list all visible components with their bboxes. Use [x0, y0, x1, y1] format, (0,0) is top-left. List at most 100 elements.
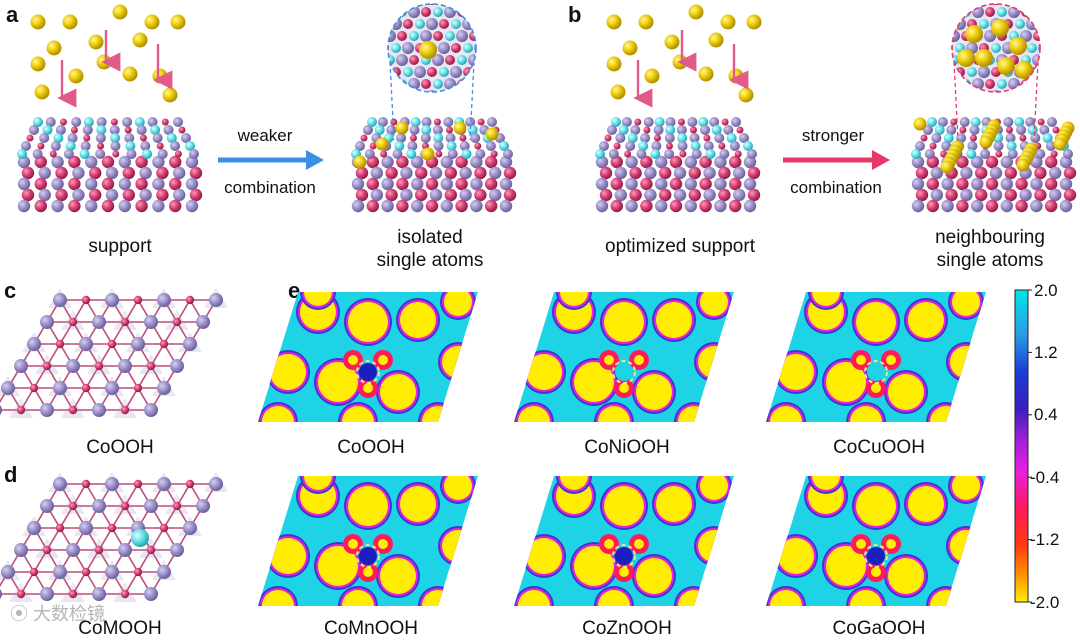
zoom-atom	[1039, 91, 1040, 92]
oxygen-atom	[107, 523, 117, 533]
surface-atom	[377, 117, 388, 127]
map-caption-3: CoCuOOH	[833, 437, 925, 458]
surface-atom	[654, 117, 665, 127]
zoom-connector-left-a	[389, 61, 395, 141]
caption-line: single atoms	[376, 250, 484, 271]
oxygen-atom	[16, 589, 26, 599]
support-atom	[122, 188, 135, 202]
zoom-atom	[1033, 7, 1040, 17]
metal-atom	[144, 499, 158, 513]
support-atom	[105, 188, 119, 202]
density-lobe	[700, 476, 728, 500]
arrow-label-combination-b: combination	[790, 178, 882, 197]
falling-metal-atom	[638, 14, 654, 30]
zoom-atom	[456, 30, 468, 42]
metal-atom	[183, 521, 197, 535]
caption-d: CoMOOH	[78, 618, 162, 639]
zoom-atom	[1027, 43, 1037, 53]
surface-atom	[608, 149, 619, 159]
density-core-center	[871, 567, 881, 577]
density-lobe	[850, 590, 882, 606]
surface-atom	[461, 149, 472, 159]
support-atom	[55, 166, 68, 180]
density-lobe	[930, 406, 962, 422]
surface-atom	[445, 126, 453, 134]
zoom-atom	[415, 91, 425, 92]
density-lobe	[826, 362, 866, 402]
caption-optimized-support: optimized support	[605, 236, 755, 257]
zoom-single-atom	[957, 49, 975, 67]
surface-atom	[189, 149, 199, 159]
zoom-atom	[388, 66, 390, 78]
density-lobe	[598, 406, 630, 422]
surface-atom	[1007, 149, 1018, 159]
watermark-logo-icon: ⦿	[10, 604, 28, 624]
support-atom	[105, 166, 119, 180]
surface-atom	[110, 141, 121, 151]
support-atom	[135, 177, 148, 191]
falling-metal-atom	[162, 87, 178, 103]
surface-atom	[1039, 125, 1050, 135]
zoom-atom	[426, 18, 438, 30]
support-atom	[118, 199, 131, 213]
zoom-atom	[952, 19, 953, 29]
density-lobe	[770, 406, 802, 422]
zoom-atom	[1014, 4, 1026, 6]
support-atom	[366, 177, 379, 191]
support-atom	[89, 188, 102, 202]
support-atom	[941, 199, 954, 213]
falling-metal-atom	[644, 68, 660, 84]
surface-atom	[185, 141, 195, 151]
zoom-atom	[1045, 55, 1055, 65]
support-atom	[930, 166, 943, 180]
watermark-text: 大数检镜	[33, 604, 106, 624]
support-atom	[610, 199, 623, 213]
density-lobe	[678, 406, 710, 422]
surface-atom	[969, 134, 977, 142]
surface-atom	[409, 125, 420, 135]
support-atom	[1000, 155, 1013, 169]
surface-atom	[729, 141, 740, 151]
density-lobe	[442, 346, 474, 378]
zoom-atom	[1015, 91, 1025, 92]
density-lobe	[304, 476, 332, 490]
oxygen-atom	[81, 479, 91, 489]
falling-metal-atom	[622, 40, 638, 56]
surface-atom	[503, 149, 513, 159]
oxygen-atom	[133, 383, 143, 393]
zoom-atom	[388, 7, 395, 17]
support-atom	[381, 177, 394, 191]
surface-atom	[499, 141, 509, 151]
surface-atom	[700, 125, 711, 135]
surface-atom	[721, 118, 729, 126]
metal-atom	[105, 381, 119, 395]
surface-atom	[1019, 134, 1027, 142]
density-core-center	[886, 539, 896, 549]
density-core-center	[348, 355, 358, 365]
oxygen-atom	[107, 339, 117, 349]
density-lobe	[342, 590, 374, 606]
surface-atom	[625, 141, 636, 151]
zoom-atom	[1039, 4, 1040, 5]
single-atom	[1016, 158, 1030, 172]
density-core-center	[619, 567, 629, 577]
metal-atom	[1, 565, 15, 579]
surface-atom	[638, 141, 649, 151]
density-core-center	[856, 355, 866, 365]
density-lobe	[636, 558, 672, 594]
support-atom	[385, 166, 398, 180]
support-atom	[718, 166, 731, 180]
zoom-atom	[475, 19, 476, 29]
density-lobe	[318, 546, 358, 586]
surface-atom	[53, 133, 64, 143]
panel-letter-c: c	[4, 278, 17, 303]
active-site	[359, 363, 377, 381]
zoom-atom	[403, 4, 413, 5]
support-atom	[684, 199, 697, 213]
deposition-group	[606, 4, 762, 108]
oxygen-atom	[133, 295, 143, 305]
support-atom	[499, 155, 513, 169]
zoom-atom	[952, 66, 954, 78]
map-caption-4: CoMnOOH	[324, 618, 418, 639]
surface-atom	[943, 133, 954, 143]
